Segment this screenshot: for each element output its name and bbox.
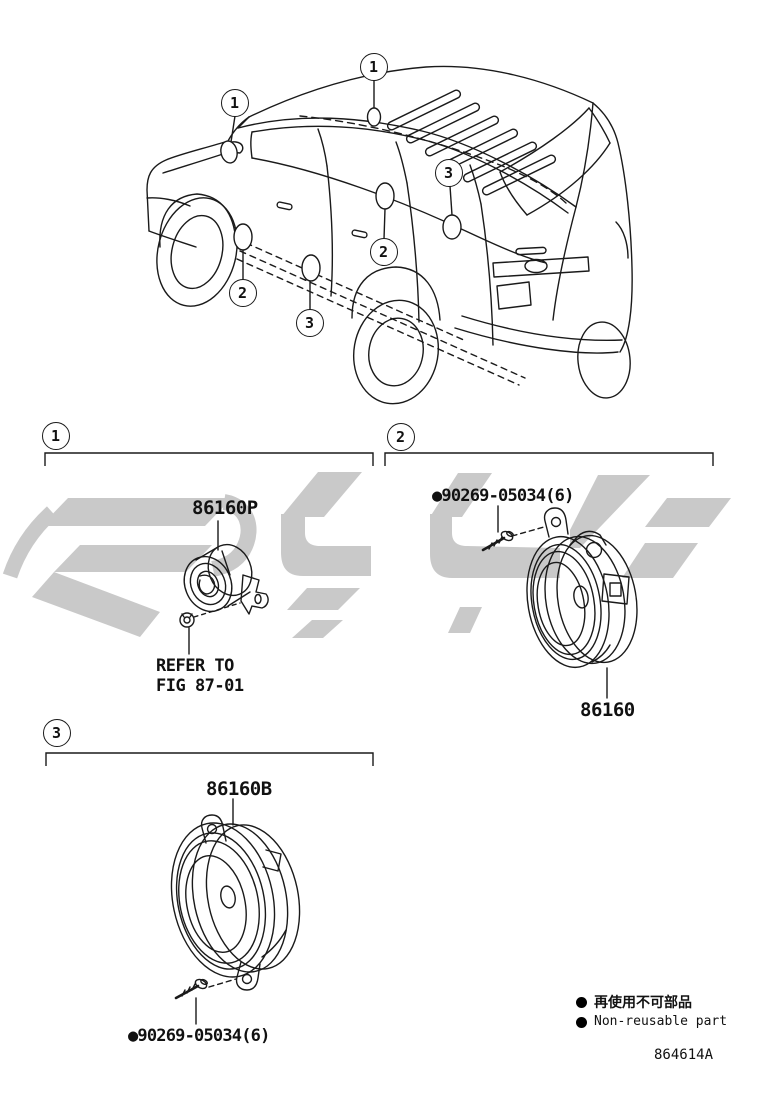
car-callout-1-front-pillar: 1 [220, 88, 249, 117]
legend-text-japanese: 再使用不可部品 [594, 995, 692, 1011]
car-callout-2-quarter: 2 [369, 237, 398, 266]
speaker-86160B-drawing [170, 798, 301, 1025]
legend-bullet-en [576, 1017, 587, 1028]
part-number-86160: 86160 [580, 699, 635, 721]
refer-note-line2: FIG 87-01 [156, 676, 244, 696]
part-number-86160P: 86160P [192, 497, 258, 519]
part-number-86160B: 86160B [206, 778, 272, 800]
section-brackets [44, 452, 714, 766]
tweeter-86160P-drawing [179, 520, 269, 655]
section-2-label: 2 [386, 422, 415, 451]
legend-text-english: Non-reusable part [594, 1014, 728, 1029]
car-callout-2-front-door: 2 [228, 278, 257, 307]
section-3-label: 3 [42, 718, 71, 747]
legend-bullet-ja [576, 997, 587, 1008]
fastener-number-section2: ●90269-05034(6) [432, 486, 574, 506]
car-callout-3-rear-door: 3 [295, 308, 324, 337]
car-callout-3-back: 3 [434, 158, 463, 187]
speaker-86160-drawing [481, 505, 638, 699]
callout-markers [220, 80, 462, 310]
refer-note-line1: REFER TO [156, 656, 234, 676]
figure-code: 864614A [654, 1047, 714, 1063]
watermark-logo [2, 472, 731, 638]
fastener-number-section3: ●90269-05034(6) [128, 1026, 270, 1046]
car-callout-1-roof: 1 [359, 52, 388, 81]
section-1-label: 1 [41, 421, 70, 450]
